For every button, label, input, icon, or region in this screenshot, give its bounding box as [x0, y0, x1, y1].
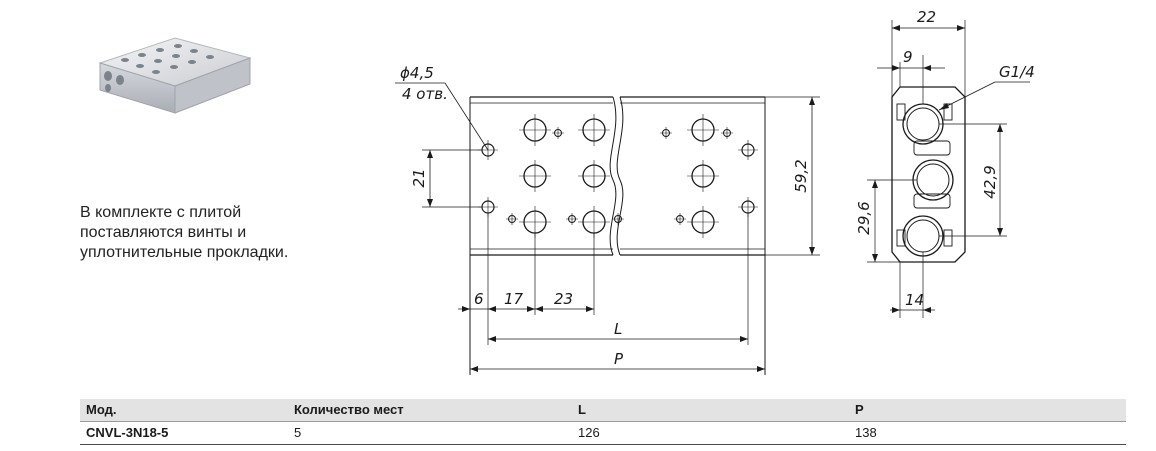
cell-places: 5	[288, 421, 572, 445]
dim-p: P	[614, 350, 624, 368]
dim-edge: 6	[474, 290, 484, 308]
front-view-drawing: ϕ4,5 4 отв. 21 59,2 6 17 23 L P	[395, 64, 820, 375]
col-places: Количество мест	[288, 399, 572, 422]
cell-model: CNVL-3N18-5	[80, 421, 288, 445]
port-thread-label: G1/4	[999, 63, 1035, 81]
dim-first-pitch: 17	[504, 290, 524, 308]
dim-l: L	[614, 320, 622, 338]
dim-width: 22	[917, 8, 936, 26]
hole-diameter-label: ϕ4,5	[400, 64, 434, 82]
dim-pitch: 23	[554, 290, 573, 308]
cell-l: 126	[572, 421, 849, 445]
dim-bottom: 14	[905, 291, 924, 309]
table-row: CNVL-3N18-5 5 126 138	[80, 421, 1126, 445]
col-p: P	[849, 399, 1126, 422]
hole-count-label: 4 отв.	[402, 85, 448, 103]
col-l: L	[572, 399, 849, 422]
spec-table: Мод. Количество мест L P CNVL-3N18-5 5 1…	[80, 399, 1126, 445]
dim-vertical-spacing: 21	[410, 168, 428, 187]
table-header-row: Мод. Количество мест L P	[80, 399, 1126, 422]
cell-p: 138	[849, 421, 1126, 445]
dim-offset: 9	[903, 48, 913, 66]
side-view-drawing: 22 9 G1/4 42,9 29,6 14	[855, 8, 1035, 318]
kit-note: В комплекте с плитой поставляются винты …	[80, 204, 289, 261]
dim-height: 59,2	[792, 159, 810, 192]
dim-lower-span: 29,6	[855, 201, 873, 234]
dim-port-span: 42,9	[981, 165, 999, 198]
manifold-product-image	[98, 37, 252, 114]
col-model: Мод.	[80, 399, 288, 422]
